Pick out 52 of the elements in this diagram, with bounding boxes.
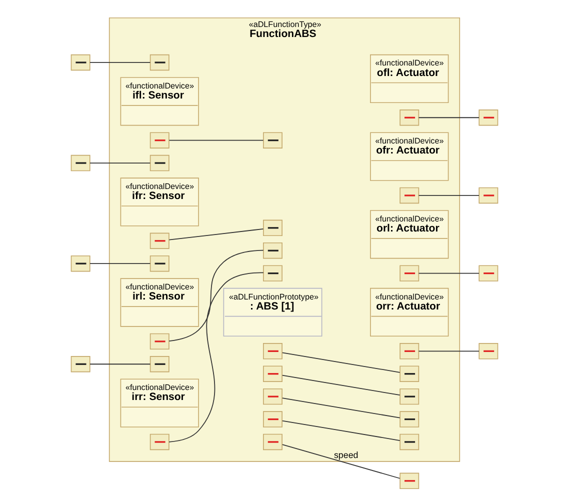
node-box xyxy=(149,54,169,71)
node-box xyxy=(478,110,498,126)
connector xyxy=(281,420,400,441)
node-box xyxy=(262,366,282,382)
connector xyxy=(418,272,479,274)
node-box xyxy=(478,187,498,204)
node-box xyxy=(399,388,419,405)
node-box xyxy=(262,265,282,282)
connector xyxy=(89,263,150,264)
connector xyxy=(418,117,479,118)
node-box xyxy=(399,366,419,382)
node-box xyxy=(149,154,169,172)
node-box xyxy=(399,110,419,126)
node-box xyxy=(262,343,282,360)
node-box xyxy=(149,255,169,272)
node-box xyxy=(399,343,419,360)
connector xyxy=(168,272,264,442)
connector xyxy=(168,250,264,342)
node-box xyxy=(149,232,169,249)
node-box xyxy=(149,356,169,372)
connector xyxy=(281,398,400,418)
node-box xyxy=(70,356,90,372)
node-box xyxy=(399,434,419,450)
node-box xyxy=(399,265,419,282)
connector xyxy=(168,228,264,240)
node-box xyxy=(70,154,90,172)
node-box xyxy=(478,343,498,360)
node-box xyxy=(262,388,282,405)
connector xyxy=(281,352,400,373)
connector xyxy=(168,140,264,141)
node-box xyxy=(149,434,169,450)
connector xyxy=(89,62,150,63)
connector xyxy=(281,374,400,396)
node-box xyxy=(149,132,169,148)
connector xyxy=(418,195,479,196)
node-box xyxy=(478,265,498,282)
node-box xyxy=(399,411,419,428)
connector xyxy=(418,350,479,352)
node-box xyxy=(262,434,282,450)
node-box xyxy=(262,411,282,428)
node-box xyxy=(70,255,90,272)
connector xyxy=(281,444,400,479)
connector xyxy=(89,162,150,164)
node-box xyxy=(262,132,282,148)
edge-label: speed xyxy=(333,450,358,460)
node-box xyxy=(70,54,90,71)
node-box xyxy=(149,333,169,350)
node-box xyxy=(399,187,419,204)
connector xyxy=(89,364,150,365)
node-box xyxy=(262,242,282,259)
node-box xyxy=(262,220,282,236)
node-box xyxy=(399,472,419,489)
